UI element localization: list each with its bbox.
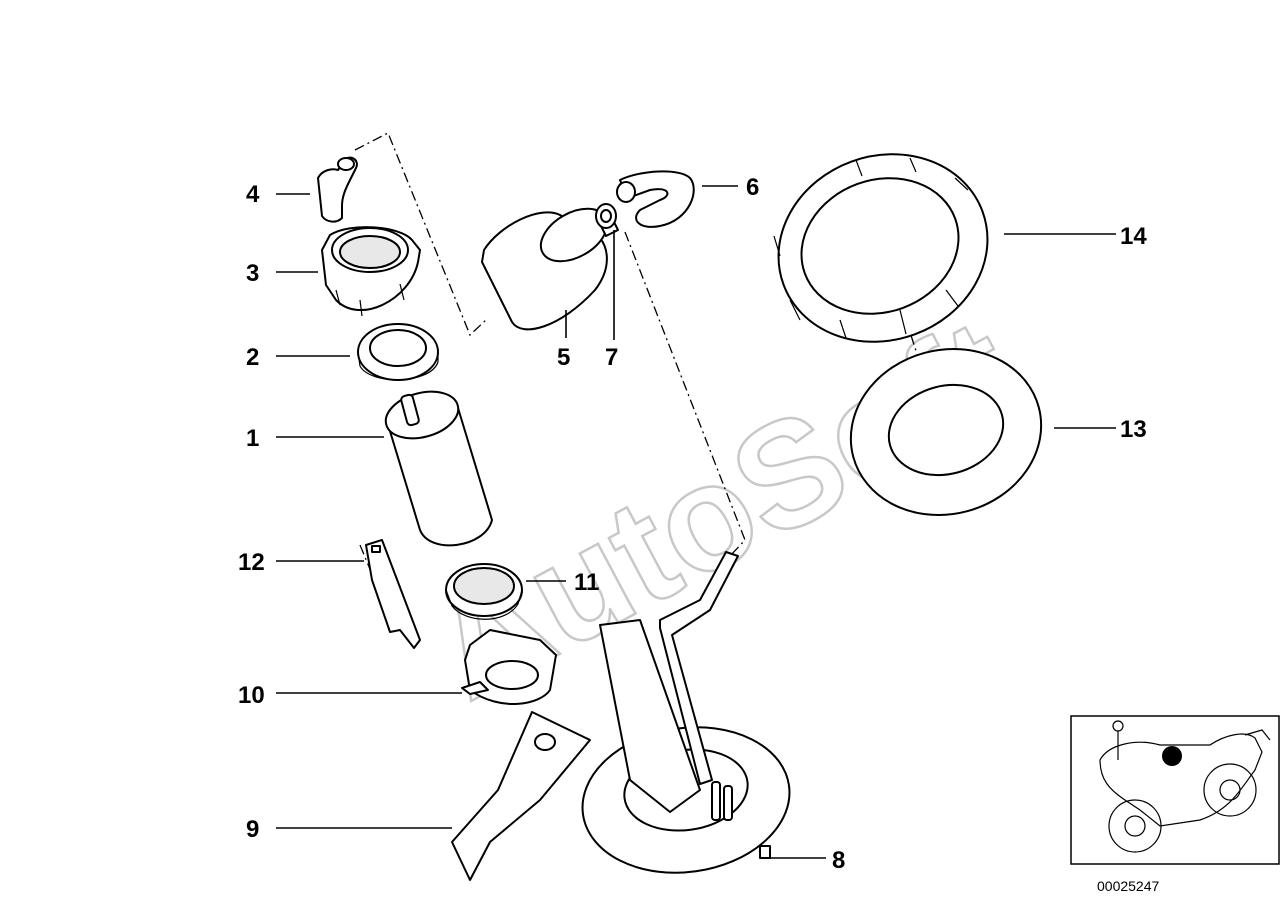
callouts: 1 2 3 4 5 7 6 14 13 12 11 10 9 8	[238, 174, 1147, 874]
callout-6: 6	[746, 174, 759, 201]
part-6-u-hose	[616, 170, 695, 228]
part-2-seal-ring	[357, 323, 439, 381]
callout-9: 9	[246, 816, 259, 843]
highlight-dot	[1162, 746, 1182, 766]
callout-3: 3	[246, 260, 259, 287]
motorcycle-inset	[1070, 715, 1280, 865]
callout-1: 1	[246, 425, 259, 452]
part-3-clamp	[321, 226, 421, 317]
part-14-lock-ring	[773, 153, 989, 343]
part-11-grommet	[445, 563, 523, 620]
callout-4: 4	[246, 181, 260, 208]
part-7-small-ring	[595, 203, 617, 229]
part-13-gasket	[849, 347, 1043, 517]
callout-5: 5	[557, 344, 570, 371]
callout-14: 14	[1120, 223, 1147, 250]
part-9-filter-sock	[451, 711, 591, 881]
callout-2: 2	[246, 344, 259, 371]
callout-7: 7	[605, 344, 618, 371]
part-10-holder	[461, 629, 557, 705]
callout-13: 13	[1120, 416, 1147, 443]
part-8-sender-unit	[581, 551, 791, 874]
part-1-fuel-pump	[384, 390, 493, 547]
motorcycle-icon	[1099, 720, 1271, 853]
reference-code: 00025247	[1097, 878, 1160, 894]
callout-8: 8	[832, 847, 845, 874]
callout-10: 10	[238, 682, 265, 709]
callout-11: 11	[574, 569, 599, 596]
part-4-elbow-hose	[317, 156, 358, 223]
leader-lines	[276, 185, 1116, 859]
callout-12: 12	[238, 549, 265, 576]
part-12-bracket	[365, 539, 421, 649]
